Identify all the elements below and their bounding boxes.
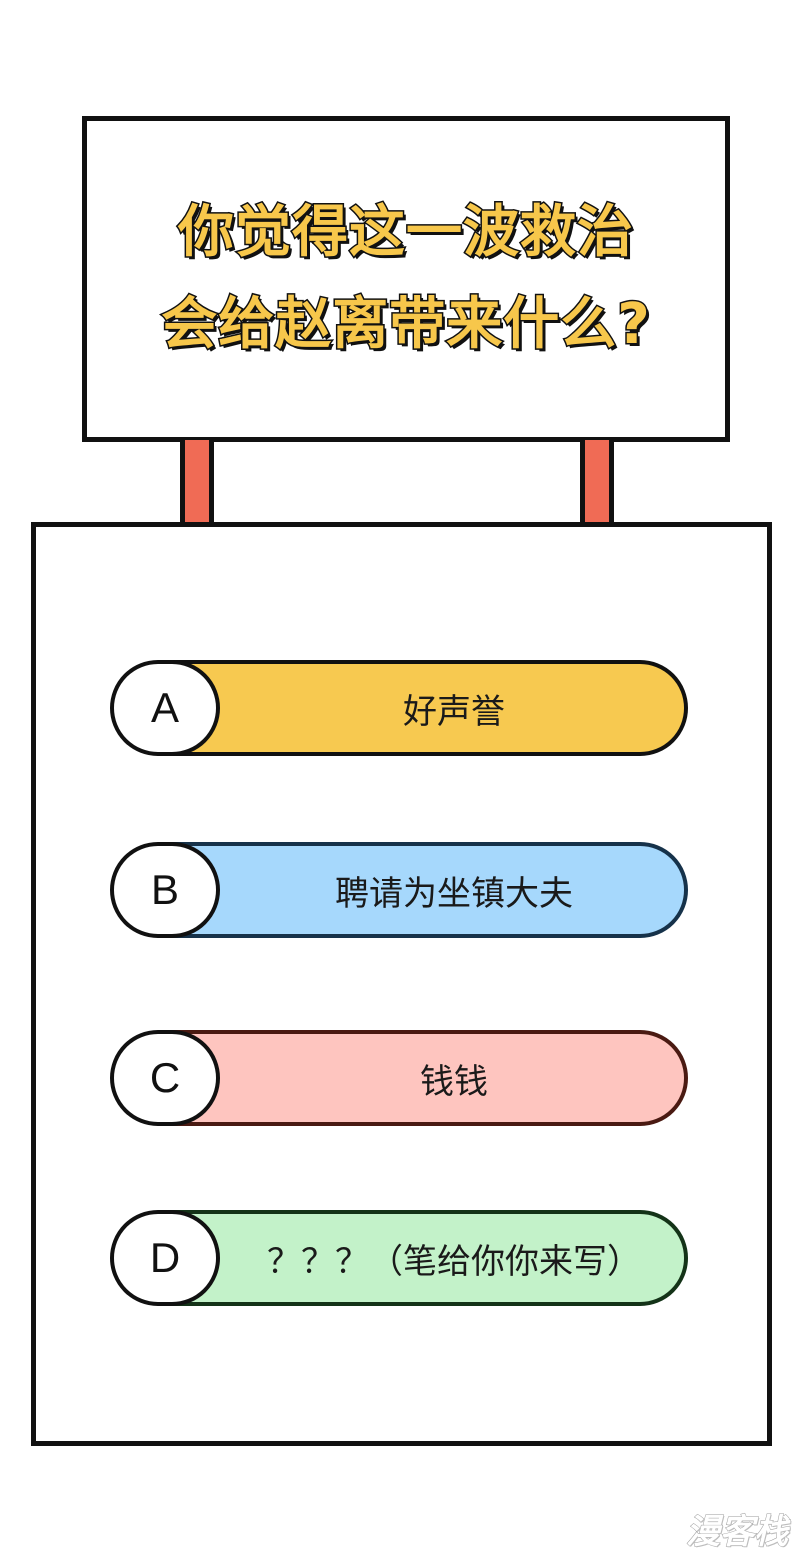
option-c-letter: C bbox=[110, 1030, 220, 1126]
option-c-pill[interactable]: 钱钱 bbox=[160, 1030, 688, 1126]
option-b-letter: B bbox=[110, 842, 220, 938]
question-sign: 你觉得这一波救治 会给赵离带来什么? bbox=[82, 116, 730, 442]
sign-post-right bbox=[580, 440, 614, 528]
option-d-pill[interactable]: ？？？（笔给你你来写） bbox=[160, 1210, 688, 1306]
option-b-text: 聘请为坐镇大夫 bbox=[335, 873, 573, 914]
option-b-pill[interactable]: 聘请为坐镇大夫 bbox=[160, 842, 688, 938]
option-c-text: 钱钱 bbox=[420, 1061, 488, 1102]
option-d-text: ？？？（笔给你你来写） bbox=[267, 1241, 641, 1282]
option-d[interactable]: ？？？（笔给你你来写） D bbox=[110, 1210, 688, 1306]
option-b[interactable]: 聘请为坐镇大夫 B bbox=[110, 842, 688, 938]
question-line-1: 你觉得这一波救治 bbox=[177, 199, 635, 266]
watermark-logo: 漫客栈 bbox=[686, 1512, 789, 1553]
option-a-pill[interactable]: 好声誉 bbox=[160, 660, 688, 756]
option-a[interactable]: 好声誉 A bbox=[110, 660, 688, 756]
question-line-2: 会给赵离带来什么? bbox=[160, 291, 651, 358]
option-d-letter: D bbox=[110, 1210, 220, 1306]
option-c[interactable]: 钱钱 C bbox=[110, 1030, 688, 1126]
option-a-letter: A bbox=[110, 660, 220, 756]
option-a-text: 好声誉 bbox=[403, 691, 505, 732]
sign-post-left bbox=[180, 440, 214, 528]
